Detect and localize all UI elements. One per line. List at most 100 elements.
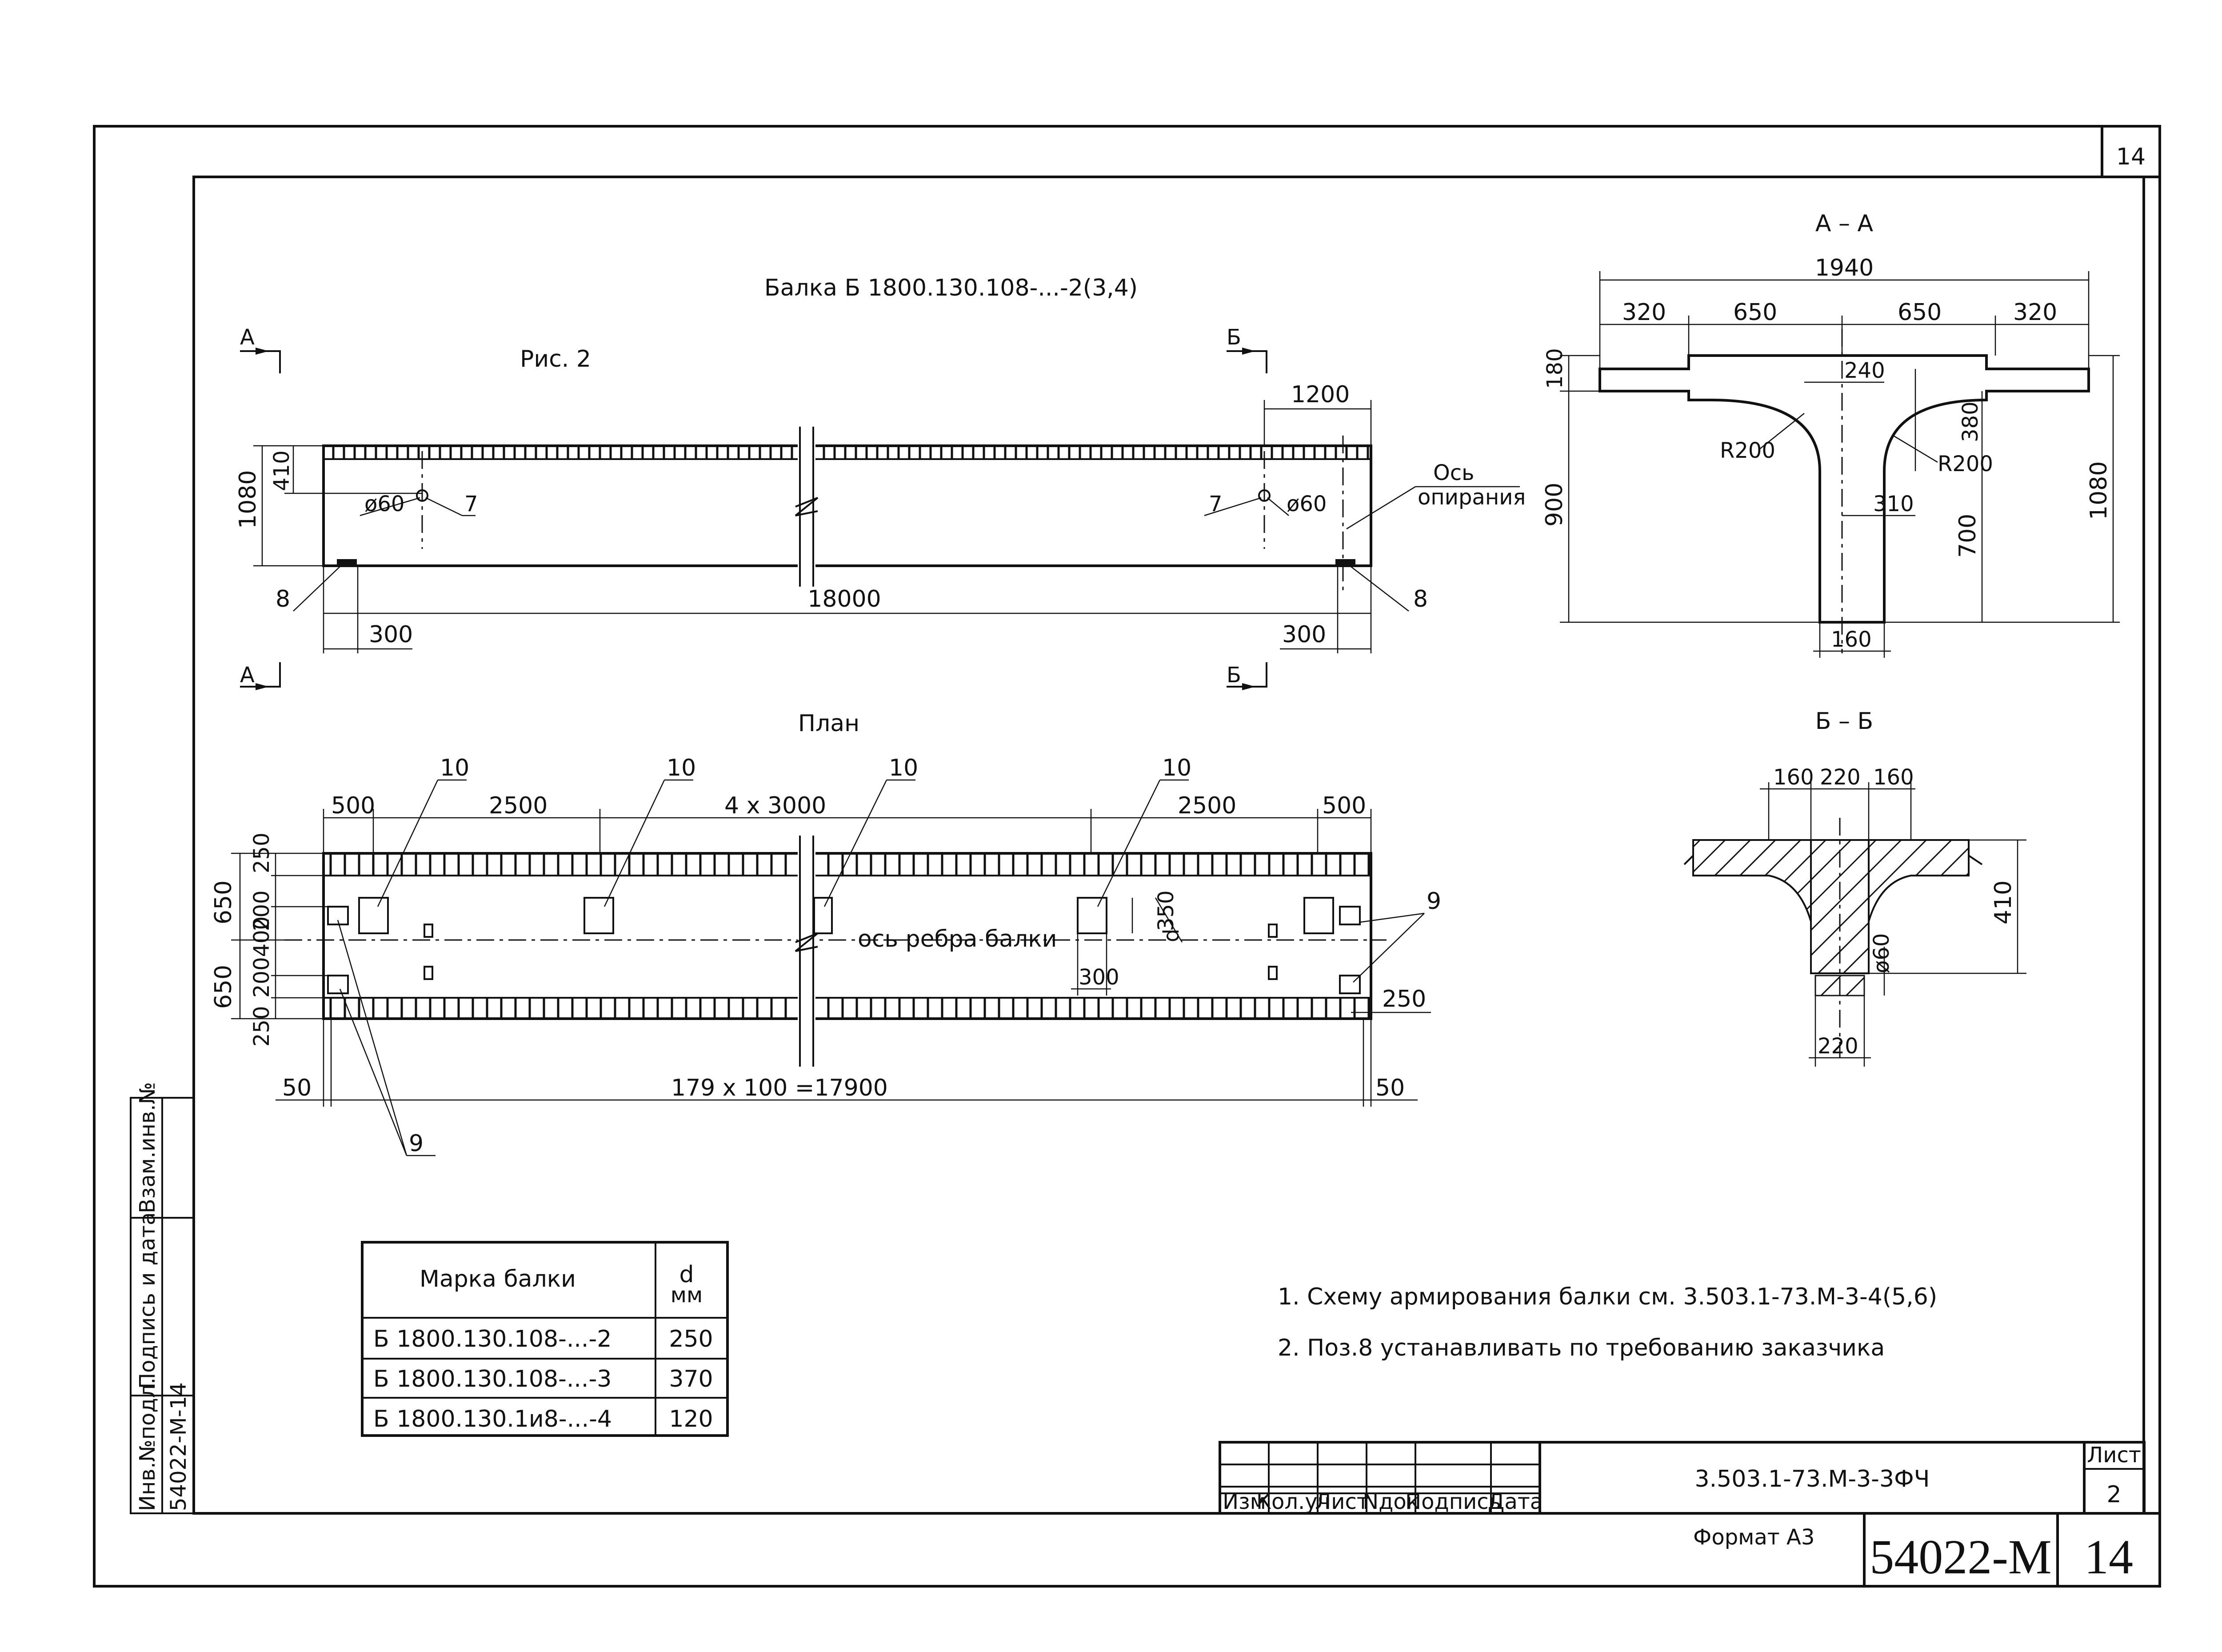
sheet-number: 2 xyxy=(2106,1481,2121,1508)
plan-dim-250-right: 250 xyxy=(1382,986,1426,1012)
stamp-col-izm: Изм xyxy=(1223,1489,1266,1514)
aa-r200-right: R200 xyxy=(1938,452,1993,476)
side-swap-label: Взам.инв.№ xyxy=(135,1082,160,1213)
aa-dim-650-l: 650 xyxy=(1733,299,1777,326)
aa-dim-650-r: 650 xyxy=(1898,299,1942,326)
section-bb: 160 220 160 410 ø60 220 xyxy=(1683,765,2026,1067)
support-axis-l2: опирания xyxy=(1418,485,1526,510)
dim-height: 1080 xyxy=(235,470,261,529)
plan-title: План xyxy=(798,710,859,737)
sheet-label: Лист xyxy=(2087,1443,2141,1468)
pos7-right: 7 xyxy=(1209,492,1223,516)
section-mark-b-bottom: Б xyxy=(1227,663,1241,688)
plan-dim-bottom: 179 x 100 =17900 xyxy=(671,1075,888,1101)
plan-dim-50-right: 50 xyxy=(1375,1075,1405,1101)
dim-top-zone: 410 xyxy=(269,450,294,491)
pos8-right: 8 xyxy=(1413,586,1428,612)
plan-dim-50-left: 50 xyxy=(282,1075,312,1101)
pos10-2: 10 xyxy=(667,755,696,781)
aa-dim-380: 380 xyxy=(1958,401,1983,442)
table-row-mark: Б 1800.130.108-...-2 xyxy=(373,1326,611,1352)
note-2: 2. Поз.8 устанавливать по требованию зак… xyxy=(1278,1335,1885,1361)
dim-left-end: 300 xyxy=(369,621,413,648)
section-aa-title: А – А xyxy=(1815,210,1874,237)
pos10-3: 10 xyxy=(889,755,918,781)
inner-frame xyxy=(192,176,2145,1515)
plan-dim-d: d xyxy=(1159,929,1184,942)
table-header-mark: Марка балки xyxy=(420,1266,576,1292)
bb-dim-160-l: 160 xyxy=(1773,765,1814,790)
section-mark-a-bottom: А xyxy=(240,663,255,688)
pos10-1: 10 xyxy=(440,755,469,781)
format-label: Формат А3 xyxy=(1693,1525,1814,1550)
table-header-d: d xyxy=(679,1261,694,1288)
section-bb-title: Б – Б xyxy=(1815,708,1873,735)
title-block: Изм Кол.уч Лист Nдок Подпись Дата 3.503.… xyxy=(1219,1441,2146,1515)
plan-dim-2500-left: 2500 xyxy=(489,792,548,819)
bb-dim-220-bot: 220 xyxy=(1818,1034,1858,1059)
aa-dim-700: 700 xyxy=(1954,514,1981,558)
dim-right-end: 300 xyxy=(1282,621,1326,648)
dim-right-zone: 1200 xyxy=(1291,381,1350,408)
pos7-left: 7 xyxy=(464,492,478,516)
page-number-box xyxy=(2101,125,2161,178)
pos9-left: 9 xyxy=(409,1130,424,1157)
plan-dim-middle: 4 x 3000 xyxy=(724,792,826,819)
plan-dim-650-bot: 650 xyxy=(210,965,237,1009)
bb-dim-220-top: 220 xyxy=(1820,765,1861,790)
figure-label: Рис. 2 xyxy=(520,346,591,372)
stamp-col-list: Лист xyxy=(1315,1489,1369,1514)
plan-dim-2500-right: 2500 xyxy=(1178,792,1236,819)
aa-dim-1940: 1940 xyxy=(1815,255,1874,281)
note-1: 1. Схему армирования балки см. 3.503.1-7… xyxy=(1278,1284,1937,1310)
page-number-bottom-box xyxy=(2056,1512,2161,1588)
plan-dim-250-b: 250 xyxy=(249,1006,274,1047)
plan-dim-250-a: 250 xyxy=(249,832,274,873)
pos9-right: 9 xyxy=(1427,888,1441,915)
pos8-left: 8 xyxy=(276,586,290,612)
beam-elevation: А А Б Б ø60 7 7 xyxy=(235,325,1526,690)
plan-dim-200-400: 200400 xyxy=(249,916,274,998)
section-mark-a-top: А xyxy=(240,325,255,350)
section-aa: 1940 320 650 650 320 180 900 240 380 R20… xyxy=(1541,255,2120,658)
stamp-col-podpis: Подпись xyxy=(1405,1489,1501,1514)
section-mark-b-top: Б xyxy=(1227,325,1241,350)
support-axis-l1: Ось xyxy=(1433,460,1474,485)
table-row-mark: Б 1800.130.1и8-...-4 xyxy=(373,1406,612,1432)
aa-dim-320-r: 320 xyxy=(2013,299,2057,326)
side-sign-label: Подпись и дата xyxy=(135,1212,160,1389)
outer-frame xyxy=(93,125,2161,1588)
aa-dim-310: 310 xyxy=(1873,492,1914,516)
table-header-unit: мм xyxy=(671,1283,703,1308)
table-row-d: 370 xyxy=(669,1366,713,1392)
plan-dim-500-left: 500 xyxy=(331,792,375,819)
hole-right-label: ø60 xyxy=(1287,492,1327,516)
aa-dim-240: 240 xyxy=(1844,358,1885,383)
drawing-title: Балка Б 1800.130.108-...-2(3,4) xyxy=(764,275,1138,301)
plan-dim-350: 350 xyxy=(1154,890,1179,931)
page-number-top: 14 xyxy=(2116,144,2146,170)
bb-dim-160-r: 160 xyxy=(1873,765,1914,790)
side-inv-label: Инв.№подл. xyxy=(135,1377,160,1511)
stamp-col-data: Дата xyxy=(1488,1489,1543,1514)
table-row-d: 250 xyxy=(669,1326,713,1352)
bb-dim-60: ø60 xyxy=(1869,933,1894,973)
archive-code: 54022-М xyxy=(1870,1530,2051,1584)
beam-plan: ось ребра балки 500 2500 4 x 3000 250 xyxy=(210,755,1441,1157)
page-number-bottom: 14 xyxy=(2084,1530,2133,1584)
pos10-4: 10 xyxy=(1162,755,1191,781)
beam-mark-table: Марка балки d мм Б 1800.130.108-...-2 25… xyxy=(361,1241,729,1437)
plan-dim-300: 300 xyxy=(1079,965,1119,990)
stamp-col-koluch: Кол.уч xyxy=(1256,1489,1330,1514)
aa-r200-left: R200 xyxy=(1720,438,1775,463)
aa-dim-320-l: 320 xyxy=(1622,299,1666,326)
plan-dim-200-a: 200 xyxy=(249,890,274,931)
side-inv-value: 54022-М-14 xyxy=(166,1382,191,1511)
plan-axis-label: ось ребра балки xyxy=(858,926,1057,952)
table-row-mark: Б 1800.130.108-...-3 xyxy=(373,1366,611,1392)
aa-dim-160: 160 xyxy=(1831,627,1872,652)
plan-dim-650-top: 650 xyxy=(210,880,237,924)
stamp-col-ndok: Nдок xyxy=(1363,1489,1419,1514)
plan-dim-500-right: 500 xyxy=(1322,792,1366,819)
